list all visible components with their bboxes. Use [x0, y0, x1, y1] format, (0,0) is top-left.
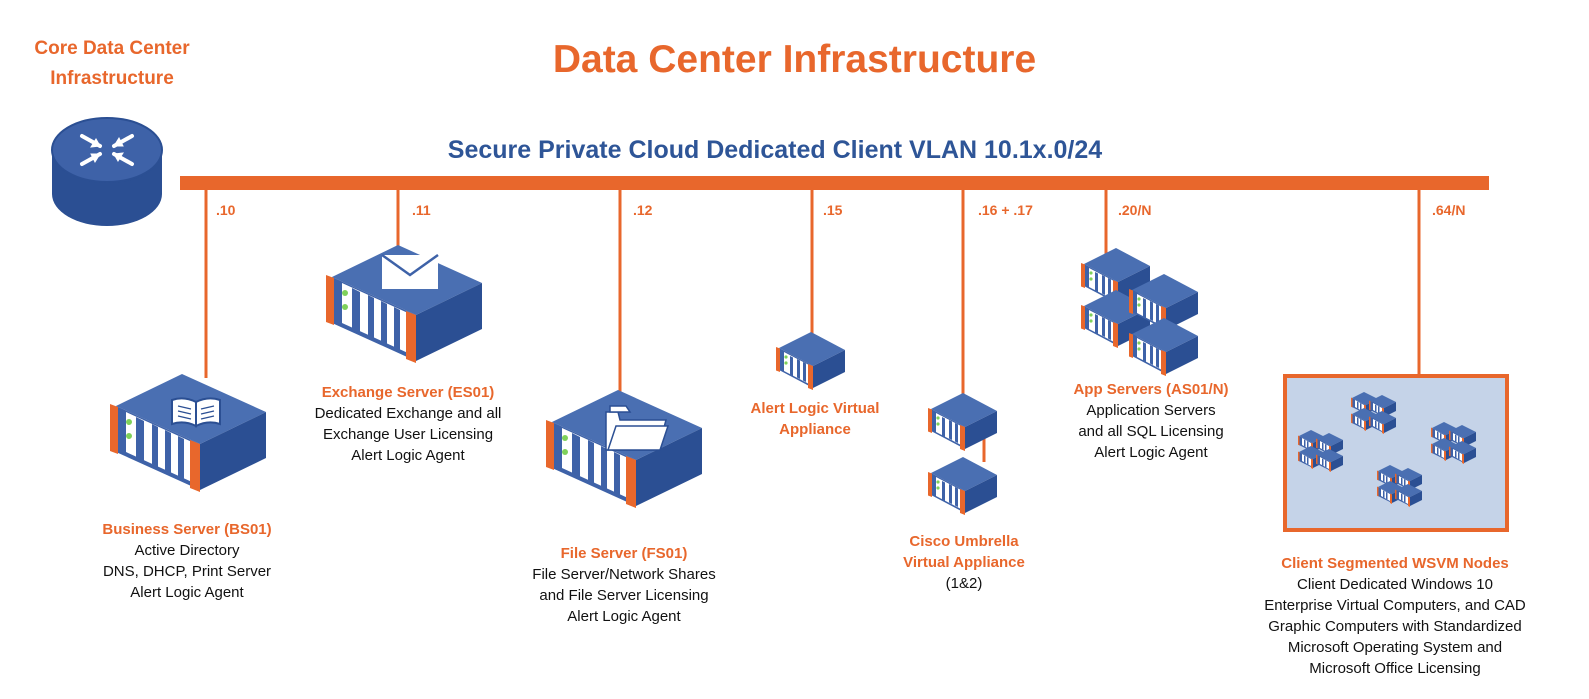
business-server-desc-1: Active Directory — [134, 542, 240, 559]
ip-label-wsvm: .64/N — [1432, 202, 1466, 218]
app-servers-desc-2: and all SQL Licensing — [1078, 423, 1224, 440]
exchange-server-desc-1: Dedicated Exchange and all — [314, 405, 502, 422]
ip-label-fs01: .12 — [633, 202, 653, 218]
ip-label-es01: .11 — [412, 202, 431, 218]
wsvm-desc-1: Client Dedicated Windows 10 — [1297, 576, 1493, 593]
file-server-name: File Server (FS01) — [560, 545, 688, 562]
cisco-umbrella-desc-1: (1&2) — [945, 575, 983, 592]
core-label-line-1: Core Data Center — [34, 38, 190, 59]
vlan-bar — [180, 176, 1489, 190]
core-label-line-2: Infrastructure — [50, 68, 174, 89]
alert-logic-appliance-icon — [776, 332, 845, 390]
book-icon — [171, 397, 221, 428]
folder-icon — [605, 405, 670, 451]
app-servers-cluster-icon — [1081, 248, 1198, 376]
business-server-label: Business Server (BS01) Active Directory … — [86, 519, 288, 603]
cisco-umbrella-appliance-1-icon — [928, 393, 997, 451]
business-server-desc-3: Alert Logic Agent — [130, 584, 244, 601]
app-servers-desc-1: Application Servers — [1086, 402, 1216, 419]
business-server-desc-2: DNS, DHCP, Print Server — [102, 563, 272, 580]
core-infrastructure-label: Core Data Center Infrastructure — [14, 34, 210, 94]
file-server-label: File Server (FS01) File Server/Network S… — [510, 543, 738, 627]
wsvm-nodes-panel — [1283, 374, 1509, 532]
alert-logic-name-line-1: Alert Logic Virtual — [750, 400, 880, 417]
cisco-umbrella-name-line-2: Virtual Appliance — [903, 554, 1025, 571]
wsvm-nodes-name: Client Segmented WSVM Nodes — [1281, 555, 1509, 572]
ip-label-app-servers: .20/N — [1118, 202, 1152, 218]
wsvm-nodes-label: Client Segmented WSVM Nodes Client Dedic… — [1240, 553, 1550, 679]
router-icon — [51, 117, 163, 226]
wsvm-desc-5: Microsoft Office Licensing — [1309, 660, 1481, 677]
file-server-icon — [546, 390, 702, 508]
file-server-desc-1: File Server/Network Shares — [532, 566, 716, 583]
exchange-server-label: Exchange Server (ES01) Dedicated Exchang… — [300, 382, 516, 466]
envelope-icon — [381, 253, 439, 289]
business-server-icon — [110, 374, 266, 492]
wsvm-desc-4: Microsoft Operating System and — [1287, 639, 1503, 656]
exchange-server-icon — [326, 245, 482, 363]
app-servers-label: App Servers (AS01/N) Application Servers… — [1056, 379, 1246, 463]
vlan-label: Secure Private Cloud Dedicated Client VL… — [447, 136, 1103, 164]
file-server-desc-2: and File Server Licensing — [539, 587, 709, 604]
exchange-server-desc-2: Exchange User Licensing — [322, 426, 494, 443]
file-server-desc-3: Alert Logic Agent — [567, 608, 681, 625]
cisco-umbrella-name-line-1: Cisco Umbrella — [909, 533, 1019, 550]
business-server-name: Business Server (BS01) — [102, 521, 272, 538]
alert-logic-name-line-2: Appliance — [779, 421, 851, 438]
exchange-server-desc-3: Alert Logic Agent — [351, 447, 465, 464]
exchange-server-name: Exchange Server (ES01) — [321, 384, 495, 401]
ip-label-cisco-umbrella: .16 + .17 — [978, 202, 1033, 218]
alert-logic-appliance-label: Alert Logic Virtual Appliance — [740, 398, 890, 440]
cisco-umbrella-appliance-2-icon — [928, 457, 997, 515]
app-servers-desc-3: Alert Logic Agent — [1094, 444, 1208, 461]
ip-label-bs01: .10 — [216, 202, 236, 218]
app-servers-name: App Servers (AS01/N) — [1073, 381, 1229, 398]
ip-label-alert-logic: .15 — [823, 202, 843, 218]
wsvm-desc-2: Enterprise Virtual Computers, and CAD — [1264, 597, 1526, 614]
page-title: Data Center Infrastructure — [552, 38, 1037, 81]
cisco-umbrella-label: Cisco Umbrella Virtual Appliance (1&2) — [885, 531, 1043, 594]
wsvm-desc-3: Graphic Computers with Standardized — [1268, 618, 1522, 635]
